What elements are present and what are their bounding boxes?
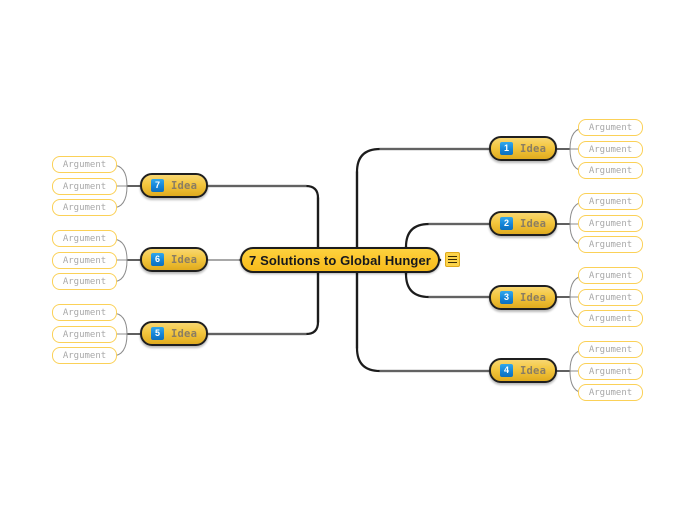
argument-node[interactable]: Argument — [578, 310, 643, 327]
argument-node[interactable]: Argument — [578, 289, 643, 306]
idea-node-label: Idea — [171, 253, 198, 266]
idea-number-badge: 6 — [151, 253, 164, 266]
argument-node-label: Argument — [588, 122, 633, 133]
idea-node-4[interactable]: 4 Idea — [489, 358, 557, 383]
argument-node-label: Argument — [62, 350, 107, 361]
argument-node[interactable]: Argument — [52, 347, 117, 364]
argument-node-label: Argument — [62, 159, 107, 170]
argument-node-label: Argument — [588, 270, 633, 281]
argument-node-label: Argument — [62, 233, 107, 244]
idea-number-badge: 5 — [151, 327, 164, 340]
hamburger-menu-icon[interactable] — [445, 252, 460, 267]
idea-number-badge: 4 — [500, 364, 513, 377]
argument-node-label: Argument — [588, 387, 633, 398]
idea-node-1[interactable]: 1 Idea — [489, 136, 557, 161]
idea-node-5[interactable]: 5 Idea — [140, 321, 208, 346]
argument-node-label: Argument — [588, 144, 633, 155]
argument-node-label: Argument — [62, 255, 107, 266]
idea-number-badge: 3 — [500, 291, 513, 304]
argument-node-label: Argument — [62, 202, 107, 213]
argument-node[interactable]: Argument — [578, 141, 643, 158]
argument-node-label: Argument — [588, 196, 633, 207]
argument-node[interactable]: Argument — [52, 252, 117, 269]
idea-node-label: Idea — [520, 291, 547, 304]
argument-node[interactable]: Argument — [578, 267, 643, 284]
argument-node[interactable]: Argument — [578, 215, 643, 232]
argument-node[interactable]: Argument — [578, 363, 643, 380]
argument-node[interactable]: Argument — [52, 326, 117, 343]
idea-node-label: Idea — [520, 217, 547, 230]
argument-node[interactable]: Argument — [578, 162, 643, 179]
argument-node-label: Argument — [62, 329, 107, 340]
argument-node-label: Argument — [588, 218, 633, 229]
argument-node-label: Argument — [588, 292, 633, 303]
argument-node[interactable]: Argument — [52, 230, 117, 247]
argument-node-label: Argument — [62, 181, 107, 192]
argument-node[interactable]: Argument — [52, 304, 117, 321]
argument-node[interactable]: Argument — [52, 199, 117, 216]
argument-node-label: Argument — [62, 276, 107, 287]
argument-node-label: Argument — [588, 165, 633, 176]
argument-node[interactable]: Argument — [52, 156, 117, 173]
argument-node[interactable]: Argument — [578, 119, 643, 136]
idea-node-3[interactable]: 3 Idea — [489, 285, 557, 310]
argument-node[interactable]: Argument — [52, 178, 117, 195]
idea-number-badge: 7 — [151, 179, 164, 192]
idea-node-2[interactable]: 2 Idea — [489, 211, 557, 236]
idea-node-label: Idea — [520, 142, 547, 155]
root-node[interactable]: 7 Solutions to Global Hunger — [240, 247, 440, 273]
argument-node[interactable]: Argument — [578, 341, 643, 358]
menu-line — [448, 262, 457, 263]
idea-node-label: Idea — [520, 364, 547, 377]
argument-node-label: Argument — [588, 344, 633, 355]
argument-node[interactable]: Argument — [578, 384, 643, 401]
idea-number-badge: 1 — [500, 142, 513, 155]
argument-node-label: Argument — [588, 366, 633, 377]
menu-line — [448, 256, 457, 257]
idea-node-6[interactable]: 6 Idea — [140, 247, 208, 272]
idea-node-label: Idea — [171, 327, 198, 340]
root-node-label: 7 Solutions to Global Hunger — [249, 252, 431, 268]
argument-node-label: Argument — [62, 307, 107, 318]
idea-node-label: Idea — [171, 179, 198, 192]
argument-node[interactable]: Argument — [578, 193, 643, 210]
argument-node-label: Argument — [588, 239, 633, 250]
menu-line — [448, 259, 457, 260]
argument-node[interactable]: Argument — [52, 273, 117, 290]
argument-node-label: Argument — [588, 313, 633, 324]
idea-node-7[interactable]: 7 Idea — [140, 173, 208, 198]
argument-node[interactable]: Argument — [578, 236, 643, 253]
idea-number-badge: 2 — [500, 217, 513, 230]
